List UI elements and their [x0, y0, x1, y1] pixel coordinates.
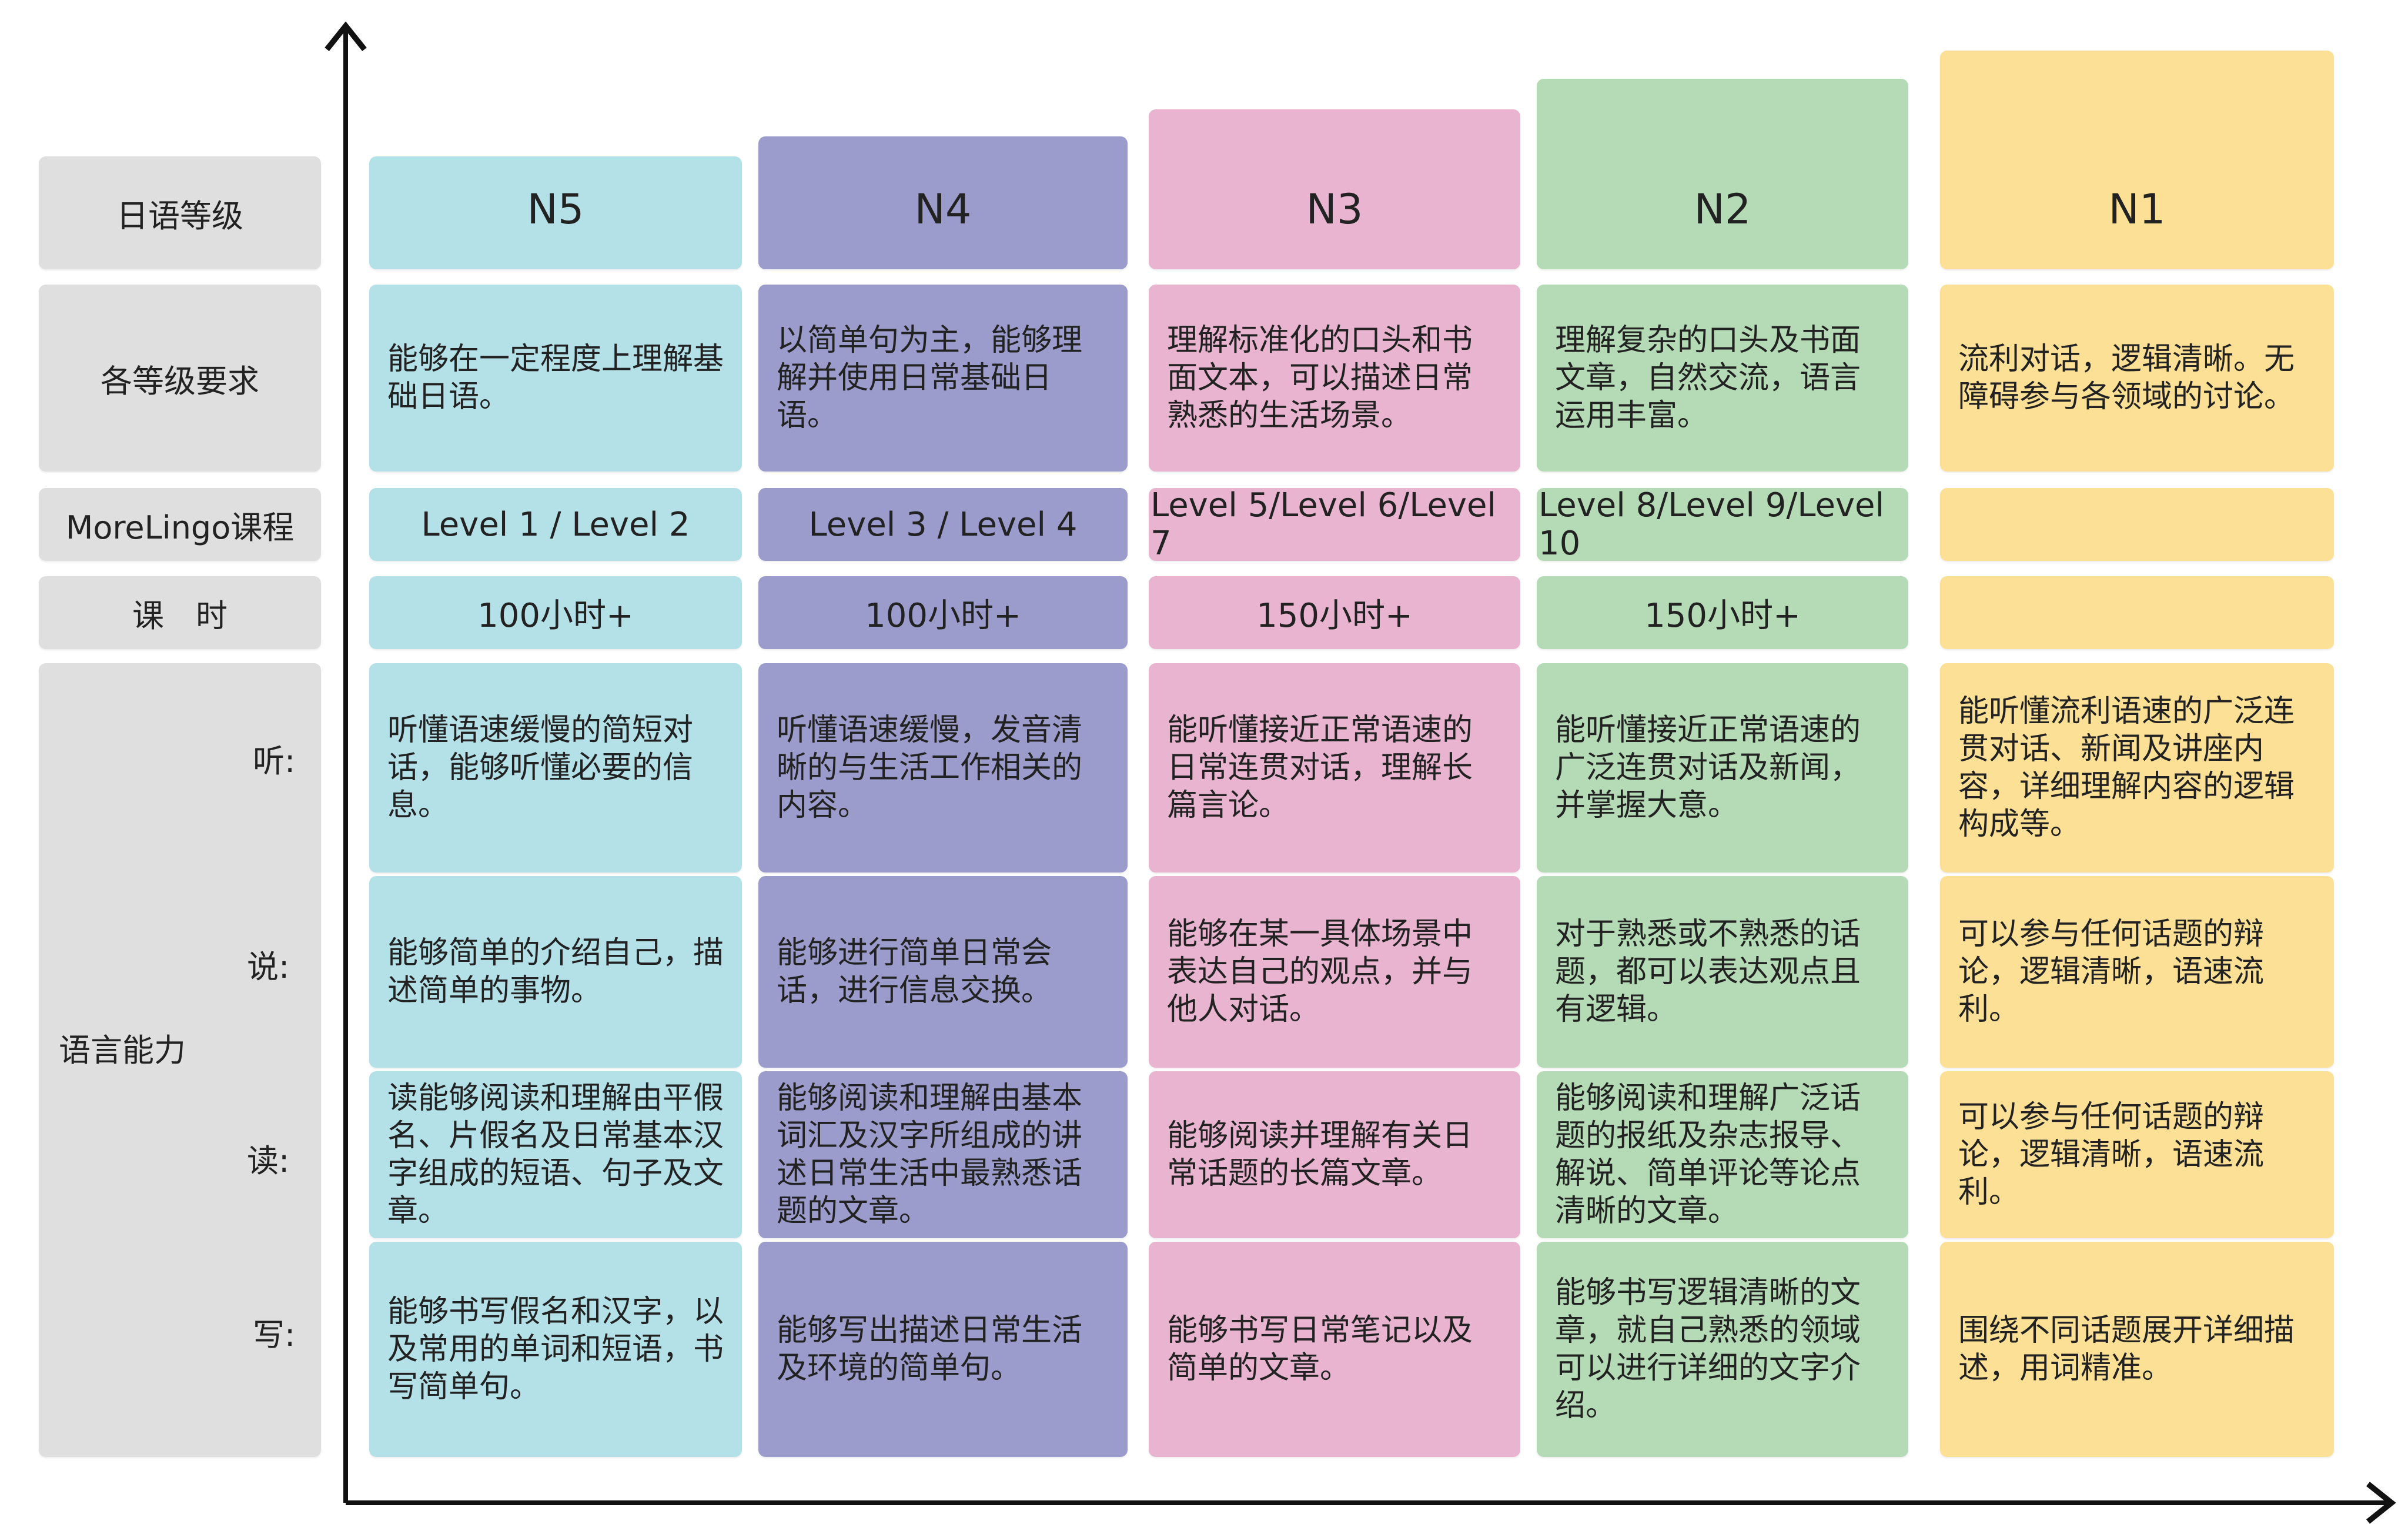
n5-write-cell: 能够书写假名和汉字，以及常用的单词和短语，书写简单句。 [369, 1242, 742, 1457]
level-header-n5: N5 [369, 156, 742, 269]
n2-course-cell: Level 8/Level 9/Level 10 [1537, 486, 1908, 563]
n3-speak-cell: 能够在某一具体场景中表达自己的观点，并与他人对话。 [1149, 876, 1520, 1068]
n3-hours-cell: 150小时+ [1149, 576, 1520, 649]
row-label-hours: 课 时 [39, 576, 321, 649]
n4-speak-cell: 能够进行简单日常会话，进行信息交换。 [758, 876, 1128, 1068]
n3-write-cell: 能够书写日常笔记以及简单的文章。 [1149, 1242, 1520, 1457]
n5-listen-cell: 听懂语速缓慢的简短对话，能够听懂必要的信息。 [369, 663, 742, 873]
n5-speak-cell: 能够简单的介绍自己，描述简单的事物。 [369, 876, 742, 1068]
n4-listen-cell: 听懂语速缓慢，发音清晰的与生活工作相关的内容。 [758, 663, 1128, 873]
level-header-n1: N1 [1940, 51, 2334, 269]
sub-label-listen: 听: [253, 743, 296, 780]
n3-listen-cell: 能听懂接近正常语速的日常连贯对话，理解长篇言论。 [1149, 663, 1520, 873]
n1-hours-cell [1940, 576, 2334, 649]
n5-read-cell: 读能够阅读和理解由平假名、片假名及日常基本汉字组成的短语、句子及文章。 [369, 1071, 742, 1238]
n4-course-cell: Level 3 / Level 4 [758, 488, 1128, 561]
n2-listen-cell: 能听懂接近正常语速的广泛连贯对话及新闻，并掌握大意。 [1537, 663, 1908, 873]
n3-requirement-cell: 理解标准化的口头和书面文本，可以描述日常熟悉的生活场景。 [1149, 285, 1520, 472]
sub-label-read: 读: [247, 1142, 290, 1179]
n5-requirement-cell: 能够在一定程度上理解基础日语。 [369, 285, 742, 472]
n2-hours-cell: 150小时+ [1537, 576, 1908, 649]
n4-hours-cell: 100小时+ [758, 576, 1128, 649]
n2-requirement-cell: 理解复杂的口头及书面文章，自然交流，语言运用丰富。 [1537, 285, 1908, 472]
n1-listen-cell: 能听懂流利语速的广泛连贯对话、新闻及讲座内容，详细理解内容的逻辑构成等。 [1940, 663, 2334, 873]
row-label-course: MoreLingo课程 [39, 488, 321, 561]
level-header-n3: N3 [1149, 109, 1520, 269]
sub-label-speak: 说: [247, 948, 290, 985]
n4-write-cell: 能够写出描述日常生活及环境的简单句。 [758, 1242, 1128, 1457]
row-label-level: 日语等级 [39, 156, 321, 269]
n2-write-cell: 能够书写逻辑清晰的文章，就自己熟悉的领域可以进行详细的文字介绍。 [1537, 1242, 1908, 1457]
n4-read-cell: 能够阅读和理解由基本词汇及汉字所组成的讲述日常生活中最熟悉话题的文章。 [758, 1071, 1128, 1238]
n1-speak-cell: 可以参与任何话题的辩论，逻辑清晰，语速流利。 [1940, 876, 2334, 1068]
level-header-n2: N2 [1537, 79, 1908, 269]
row-label-ability-box [39, 663, 321, 1457]
n4-requirement-cell: 以简单句为主，能够理解并使用日常基础日语。 [758, 285, 1128, 472]
n1-write-cell: 围绕不同话题展开详细描述，用词精准。 [1940, 1242, 2334, 1457]
n1-requirement-cell: 流利对话，逻辑清晰。无障碍参与各领域的讨论。 [1940, 285, 2334, 472]
n3-read-cell: 能够阅读并理解有关日常话题的长篇文章。 [1149, 1071, 1520, 1238]
n1-course-cell [1940, 488, 2334, 561]
n5-course-cell: Level 1 / Level 2 [369, 488, 742, 561]
row-label-ability: 语言能力 [59, 1032, 186, 1069]
n5-hours-cell: 100小时+ [369, 576, 742, 649]
n1-read-cell: 可以参与任何话题的辩论，逻辑清晰，语速流利。 [1940, 1071, 2334, 1238]
sub-label-write: 写: [253, 1316, 296, 1353]
row-label-requirement: 各等级要求 [39, 285, 321, 472]
n2-read-cell: 能够阅读和理解广泛话题的报纸及杂志报导、解说、简单评论等论点清晰的文章。 [1537, 1071, 1908, 1238]
n3-course-cell: Level 5/Level 6/Level 7 [1149, 486, 1520, 563]
level-header-n4: N4 [758, 136, 1128, 269]
n2-speak-cell: 对于熟悉或不熟悉的话题，都可以表达观点且有逻辑。 [1537, 876, 1908, 1068]
